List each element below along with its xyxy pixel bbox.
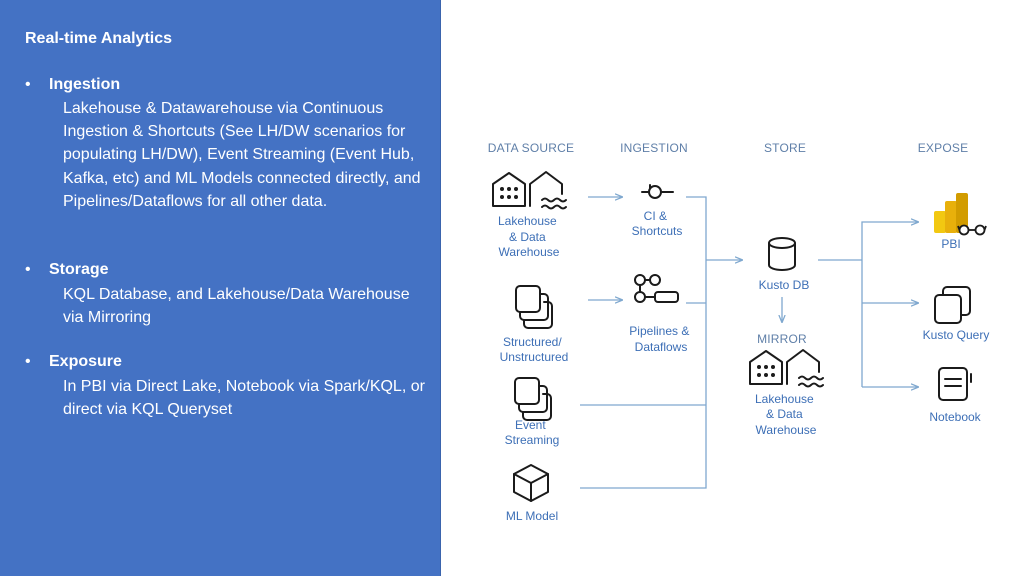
stacked-pages-icon: [515, 285, 553, 329]
connector-lines: [580, 196, 918, 489]
source-lakehouse-label: Lakehouse & Data Warehouse: [498, 214, 560, 259]
bullet-exposure: •: [25, 353, 31, 370]
header-data-source: DATA SOURCE: [488, 141, 574, 155]
section-heading-storage: Storage: [49, 261, 109, 278]
header-expose: EXPOSE: [918, 141, 969, 155]
expose-pbi-label: PBI: [941, 237, 960, 251]
source-ml-model-label: ML Model: [506, 509, 558, 523]
bullet-ingestion: •: [25, 76, 31, 93]
expose-kusto-query-label: Kusto Query: [923, 328, 990, 342]
event-stream-icon: [514, 377, 552, 421]
power-bi-icon: [934, 193, 987, 236]
section-body-exposure: In PBI via Direct Lake, Notebook via Spa…: [63, 378, 425, 419]
section-body-storage: KQL Database, and Lakehouse/Data Warehou…: [63, 286, 410, 327]
bullet-storage: •: [25, 261, 31, 278]
notebook-icon: [938, 367, 972, 401]
header-store: STORE: [764, 141, 806, 155]
source-structured-label: Structured/ Unstructured: [500, 335, 569, 364]
ingestion-trunk-line: [580, 196, 707, 489]
expose-notebook-label: Notebook: [929, 410, 981, 424]
ingestion-pipelines-label: Pipelines & Dataflows: [629, 324, 692, 354]
store-kusto-db-label: Kusto DB: [759, 278, 810, 292]
section-heading-exposure: Exposure: [49, 353, 122, 370]
section-heading-ingestion: Ingestion: [49, 76, 121, 93]
header-ingestion: INGESTION: [620, 141, 688, 155]
source-event-streaming-label: Event Streaming: [505, 418, 560, 447]
store-mirror-lakehouse-label: Lakehouse & Data Warehouse: [755, 392, 817, 437]
cube-icon: [513, 464, 549, 502]
panel-title: Real-time Analytics: [25, 30, 173, 47]
ingestion-ci-label: CI & Shortcuts: [632, 209, 683, 238]
connector-icon: [641, 184, 674, 199]
lakehouse-warehouse-icon: [492, 171, 567, 210]
header-mirror: MIRROR: [757, 332, 807, 346]
query-icon: [934, 286, 971, 324]
pipeline-icon: [634, 274, 679, 303]
arrow-to-pbi: [861, 222, 918, 387]
database-icon: [768, 237, 796, 271]
section-body-ingestion: Lakehouse & Datawarehouse via Continuous…: [63, 100, 421, 210]
summary-panel: Real-time Analytics • Ingestion Lakehous…: [0, 0, 441, 576]
mirror-lakehouse-warehouse-icon: [749, 349, 824, 388]
